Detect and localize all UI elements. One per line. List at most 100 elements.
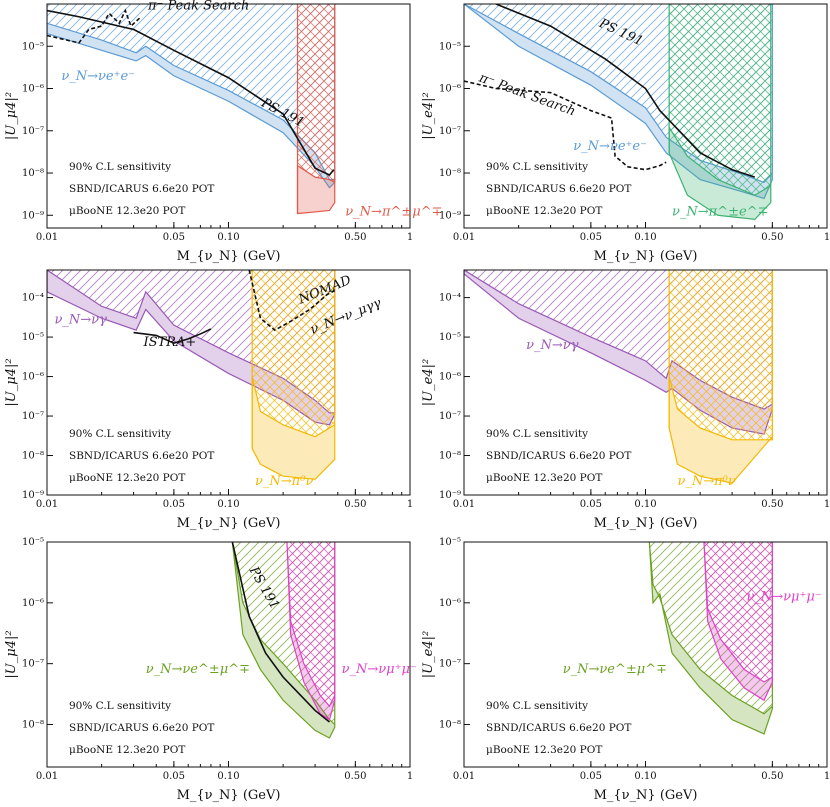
series-label: ν_N→νμ⁺μ⁻ [342,662,417,677]
sensitivity-band-1 [251,376,336,480]
y-tick-label: 10⁻⁸ [439,719,461,730]
series-label: π⁻ Peak Search [476,70,577,119]
x-tick-label: 1 [407,499,413,510]
y-tick-label: 10⁻⁵ [439,332,461,343]
sensitivity-note: 90% C.L sensitivity [69,700,171,712]
series-label: ν_N→νe^±μ^∓ [563,662,667,677]
x-tick-label: 0.10 [634,232,656,243]
y-axis-label: |U_e4|² [421,631,436,678]
series-label: ν_N→νe^±μ^∓ [146,662,250,677]
hatch-region-1 [252,270,335,437]
x-tick-label: 0.50 [344,499,366,510]
sensitivity-note: 90% C.L sensitivity [486,700,588,712]
x-tick-label: 0.10 [217,771,239,782]
y-axis-label: |U_e4|² [421,92,436,139]
sensitivity-note: SBND/ICARUS 6.6e20 POT [69,722,214,734]
y-tick-label: 10⁻⁴ [439,293,461,304]
sensitivity-note: SBND/ICARUS 6.6e20 POT [69,450,214,462]
x-tick-label: 1 [824,232,830,243]
series-label: ISTRA+ [142,335,196,350]
x-tick-label: 0.50 [761,771,783,782]
x-axis-label: M_{ν_N} (GeV) [177,516,281,531]
sensitivity-note: SBND/ICARUS 6.6e20 POT [69,183,214,195]
x-tick-label: 0.10 [217,499,239,510]
x-tick-label: 0.50 [761,499,783,510]
y-tick-label: 10⁻⁶ [439,84,461,95]
sensitivity-note: 90% C.L sensitivity [486,428,588,440]
x-tick-label: 0.01 [453,232,475,243]
y-tick-label: 10⁻⁷ [22,411,44,422]
y-tick-label: 10⁻⁸ [439,168,461,179]
y-axis-label: |U_μ4|² [4,358,19,406]
limit-line-1 [464,80,667,171]
hatch-region-1 [669,270,773,440]
x-tick-label: 0.50 [344,232,366,243]
x-tick-label: 0.01 [453,499,475,510]
sensitivity-note: μBooNE 12.3e20 POT [486,472,602,484]
sensitivity-note: μBooNE 12.3e20 POT [69,744,185,756]
limit-line-1 [248,270,336,332]
y-tick-label: 10⁻⁹ [22,490,44,501]
x-tick-label: 0.01 [453,771,475,782]
hatch-region-1 [703,542,773,682]
x-tick-label: 1 [824,771,830,782]
y-tick-label: 10⁻⁵ [22,332,44,343]
x-axis-label: M_{ν_N} (GeV) [594,788,698,803]
sensitivity-note: SBND/ICARUS 6.6e20 POT [486,450,631,462]
sensitivity-band-0 [464,4,773,200]
series-label: π⁻ Peak Search [147,0,249,13]
y-tick-label: 10⁻⁷ [22,659,44,670]
series-label: ν_N→νγ [526,338,579,353]
sensitivity-band-1 [703,542,773,702]
y-tick-label: 10⁻⁶ [22,598,44,609]
y-tick-label: 10⁻⁵ [22,537,44,548]
x-tick-label: 0.05 [580,232,602,243]
sensitivity-note: 90% C.L sensitivity [69,428,171,440]
sensitivity-band-1 [296,164,336,215]
x-tick-label: 1 [407,771,413,782]
y-tick-label: 10⁻⁸ [22,451,44,462]
y-tick-label: 10⁻⁶ [22,372,44,383]
series-label: ν_N→π⁰ν [677,474,735,489]
chart-panel-2: 0.01 0.05 0.10 0.50 1 10⁻⁹ 10⁻⁸ 10⁻⁷ 10⁻⁶ 10⁻⁵ |U_… [421,3,830,264]
x-tick-label: 0.10 [217,232,239,243]
x-axis-label: M_{ν_N} (GeV) [177,249,281,264]
x-tick-label: 0.05 [580,499,602,510]
series-label: ν_N→νe⁺e⁻ [61,69,135,84]
y-tick-label: 10⁻⁸ [439,451,461,462]
series-label: ν_N→π^±e^∓ [672,204,768,219]
limit-line-0 [133,328,212,345]
y-tick-label: 10⁻⁸ [22,719,44,730]
x-axis-label: M_{ν_N} (GeV) [177,788,281,803]
y-tick-label: 10⁻⁹ [22,210,44,221]
y-tick-label: 10⁻⁶ [439,372,461,383]
sensitivity-band-1 [286,542,336,721]
y-axis-label: |U_μ4|² [4,630,19,678]
sensitivity-note: μBooNE 12.3e20 POT [486,744,602,756]
sensitivity-band-0 [648,542,773,735]
limit-line-0 [231,542,330,723]
sensitivity-note: 90% C.L sensitivity [69,161,171,173]
x-tick-label: 0.01 [36,232,58,243]
series-label: ν_N→π⁰ν [255,474,313,489]
hatch-region-1 [297,4,335,183]
x-tick-label: 0.05 [580,771,602,782]
x-tick-label: 0.50 [761,232,783,243]
y-tick-label: 10⁻⁷ [439,126,461,137]
y-tick-label: 10⁻⁵ [439,41,461,52]
sensitivity-note: SBND/ICARUS 6.6e20 POT [486,722,631,734]
series-label: ν_N→νe⁺e⁻ [573,139,647,154]
x-tick-label: 1 [824,499,830,510]
x-tick-label: 0.10 [634,771,656,782]
y-tick-label: 10⁻⁹ [439,210,461,221]
x-tick-label: 0.10 [634,499,656,510]
y-tick-label: 10⁻⁶ [439,598,461,609]
sensitivity-note: SBND/ICARUS 6.6e20 POT [486,183,631,195]
limit-line-0 [47,9,335,176]
x-tick-label: 1 [407,232,413,243]
y-tick-label: 10⁻⁴ [22,293,44,304]
hatch-region-1 [286,542,335,707]
